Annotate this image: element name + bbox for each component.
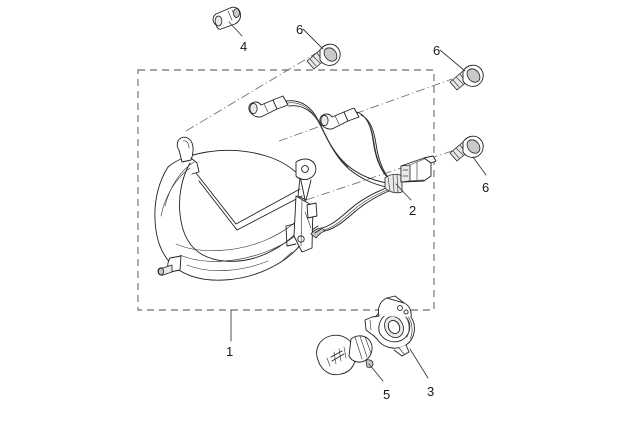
callout-4-pin: 4 — [240, 39, 248, 54]
part-bulb-socket — [364, 295, 415, 357]
assembly-boundary-box — [137, 69, 435, 311]
part-flange-screw-upper-right — [449, 64, 484, 91]
callout-6-screw-lower-right: 6 — [482, 180, 490, 195]
callout-3-bulb-socket: 3 — [427, 384, 435, 399]
callout-leader-lines — [228, 21, 487, 382]
part-headlight-unit — [154, 136, 318, 281]
callout-6-screw-upper-right: 6 — [433, 43, 441, 58]
part-flange-screw-lower-right — [449, 135, 484, 162]
harness-connector-left — [248, 95, 289, 118]
callout-5-bulb: 5 — [383, 387, 391, 402]
harness-connector-right — [319, 107, 360, 130]
callout-6-screw-top: 6 — [296, 22, 304, 37]
harness-main-connector — [400, 155, 437, 183]
assembly-chain-lines — [185, 51, 453, 201]
part-bulb — [316, 334, 374, 376]
part-wire-harness — [248, 95, 437, 239]
part-pin — [212, 6, 242, 30]
callout-1-headlight-unit: 1 — [226, 344, 234, 359]
part-flange-screw-top — [306, 43, 341, 70]
callout-2-wire-harness: 2 — [409, 203, 417, 218]
